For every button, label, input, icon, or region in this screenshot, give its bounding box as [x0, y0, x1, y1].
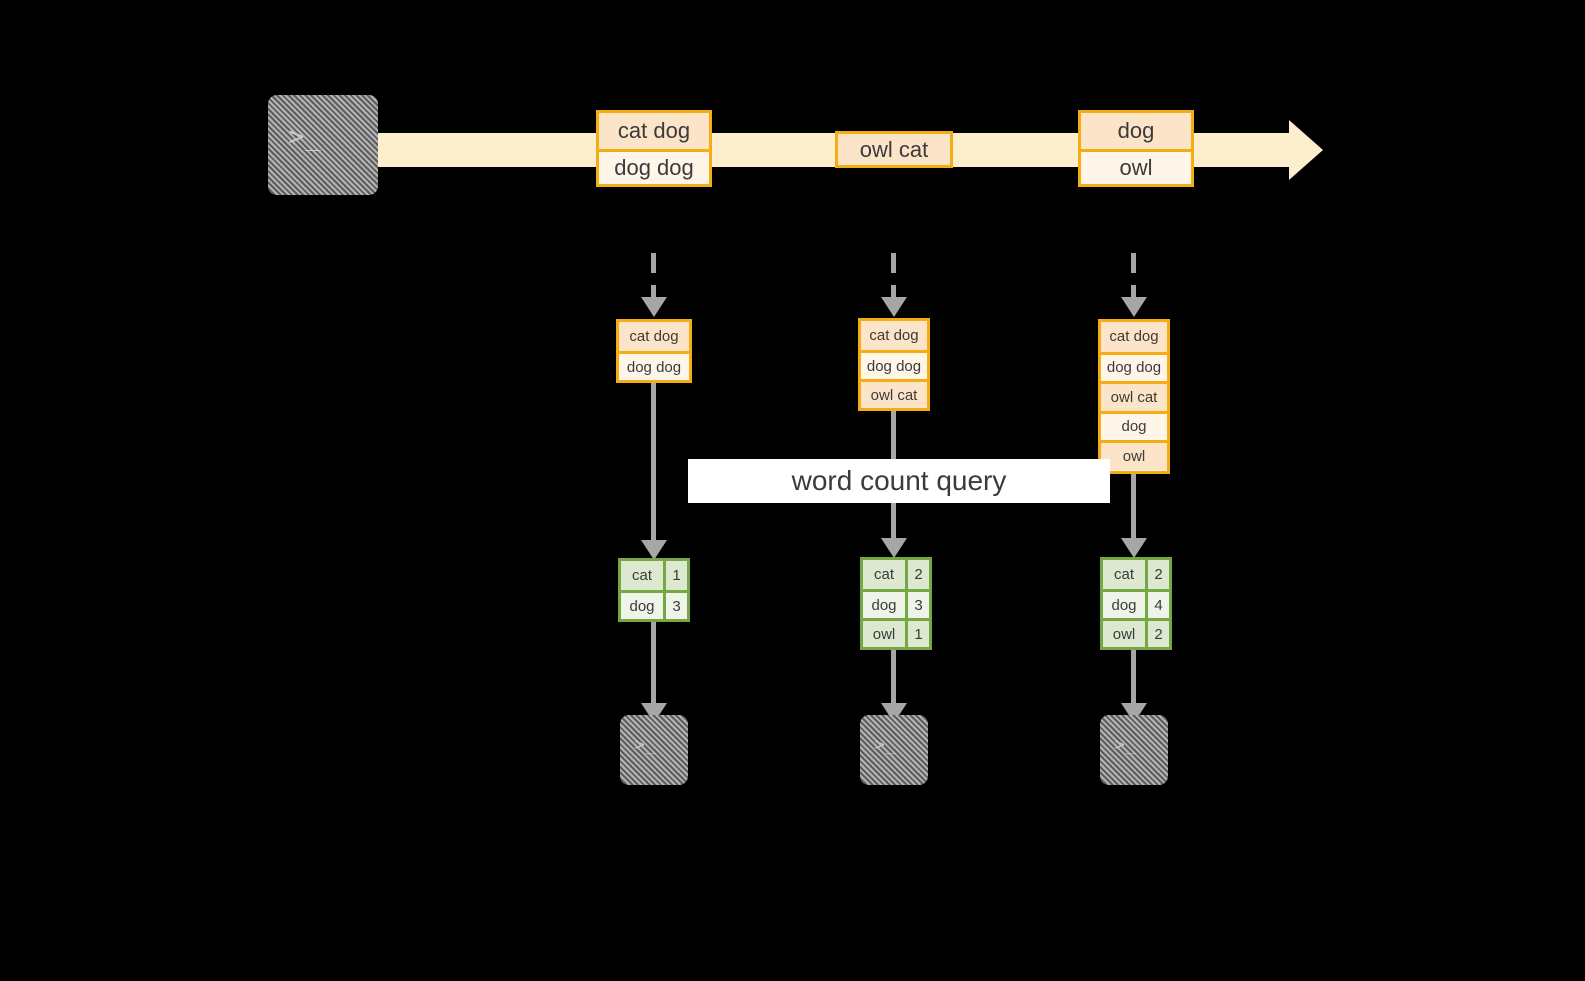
snapshot-2-result-table[interactable]: cat 2 dog 3 owl 1 — [860, 557, 932, 650]
result-count: 2 — [905, 560, 929, 589]
stream-batch-2[interactable]: owl cat — [835, 131, 953, 168]
snapshot-2-input-table[interactable]: cat dog dog dog owl cat — [858, 318, 930, 411]
snapshot-2-trigger-line — [891, 253, 896, 299]
snapshot-3-input-row: dog — [1101, 410, 1167, 441]
snapshot-3-sink-arrow-head — [1121, 703, 1147, 723]
snapshot-2-sink-arrow-head — [881, 703, 907, 723]
snapshot-1-input-row: cat dog — [619, 322, 689, 351]
query-label: word count query — [688, 459, 1110, 503]
snapshot-3-result-row: cat 2 — [1103, 560, 1169, 589]
result-key: dog — [629, 597, 655, 615]
snapshot-1-query-arrow-head — [641, 540, 667, 560]
result-count: 2 — [1145, 621, 1169, 647]
stream-batch-3-row: dog — [1081, 113, 1191, 149]
result-count: 1 — [905, 621, 929, 647]
stream-batch-1[interactable]: cat dog dog dog — [596, 110, 712, 187]
snapshot-2-sink-line — [891, 650, 896, 707]
snapshot-1-trigger-line — [651, 253, 656, 299]
snapshot-3-result-row: owl 2 — [1103, 618, 1169, 647]
snapshot-2-result-row: dog 3 — [863, 589, 929, 618]
result-key: cat — [1103, 560, 1145, 589]
snapshot-3-result-table[interactable]: cat 2 dog 4 owl 2 — [1100, 557, 1172, 650]
result-key: dog — [871, 596, 897, 614]
result-count: 2 — [1145, 560, 1169, 589]
stream-batch-3[interactable]: dog owl — [1078, 110, 1194, 187]
snapshot-1-sink-line — [651, 622, 656, 707]
result-key: owl — [1103, 621, 1145, 647]
snapshot-2-result-row: owl 1 — [863, 618, 929, 647]
result-count: 4 — [1145, 592, 1169, 618]
snapshot-2-input-row: owl cat — [861, 379, 927, 408]
snapshot-1-query-line — [651, 383, 656, 546]
result-count: 3 — [905, 592, 929, 618]
terminal-prompt-glyph: >_ — [288, 122, 322, 153]
stream-arrow-head — [1289, 120, 1323, 180]
snapshot-3-trigger-arrow-head — [1121, 297, 1147, 317]
snapshot-3-input-table[interactable]: cat dog dog dog owl cat dog owl — [1098, 319, 1170, 474]
snapshot-2-input-row: dog dog — [861, 350, 927, 379]
result-key: cat — [863, 560, 905, 589]
source-terminal-icon[interactable]: >_ — [268, 95, 378, 195]
snapshot-1-result-row: dog 3 — [621, 590, 687, 619]
snapshot-3-sink-terminal-icon[interactable]: >_ — [1100, 715, 1168, 785]
snapshot-3-query-arrow-head — [1121, 538, 1147, 558]
snapshot-3-result-row: dog 4 — [1103, 589, 1169, 618]
snapshot-3-trigger-line — [1131, 253, 1136, 299]
snapshot-3-input-row: owl — [1101, 440, 1167, 470]
snapshot-2-trigger-arrow-head — [881, 297, 907, 317]
snapshot-3-sink-line — [1131, 650, 1136, 707]
stream-batch-1-row: dog dog — [599, 148, 709, 185]
snapshot-1-result-row: cat 1 — [621, 561, 687, 590]
snapshot-2-input-row: cat dog — [861, 321, 927, 350]
snapshot-1-sink-arrow-head — [641, 703, 667, 723]
terminal-prompt-glyph: >_ — [874, 734, 898, 755]
snapshot-1-input-row: dog dog — [619, 351, 689, 380]
terminal-prompt-glyph: >_ — [1114, 734, 1138, 755]
snapshot-1-trigger-arrow-head — [641, 297, 667, 317]
stream-batch-1-row: cat dog — [599, 113, 709, 149]
result-key: owl — [863, 621, 905, 647]
result-key: cat — [621, 561, 663, 590]
snapshot-3-input-row: cat dog — [1101, 322, 1167, 352]
snapshot-2-result-row: cat 2 — [863, 560, 929, 589]
stream-batch-2-row: owl cat — [838, 134, 950, 165]
snapshot-1-input-table[interactable]: cat dog dog dog — [616, 319, 692, 383]
stream-batch-3-row: owl — [1081, 148, 1191, 185]
snapshot-1-result-table[interactable]: cat 1 dog 3 — [618, 558, 690, 622]
snapshot-2-query-arrow-head — [881, 538, 907, 558]
snapshot-1-sink-terminal-icon[interactable]: >_ — [620, 715, 688, 785]
snapshot-3-input-row: dog dog — [1101, 351, 1167, 382]
result-key: dog — [1111, 596, 1137, 614]
result-count: 1 — [663, 561, 687, 590]
snapshot-3-input-row: owl cat — [1101, 381, 1167, 411]
snapshot-2-sink-terminal-icon[interactable]: >_ — [860, 715, 928, 785]
result-count: 3 — [663, 593, 687, 619]
terminal-prompt-glyph: >_ — [634, 734, 658, 755]
query-label-text: word count query — [791, 465, 1007, 496]
snapshot-3-query-line — [1131, 474, 1136, 544]
